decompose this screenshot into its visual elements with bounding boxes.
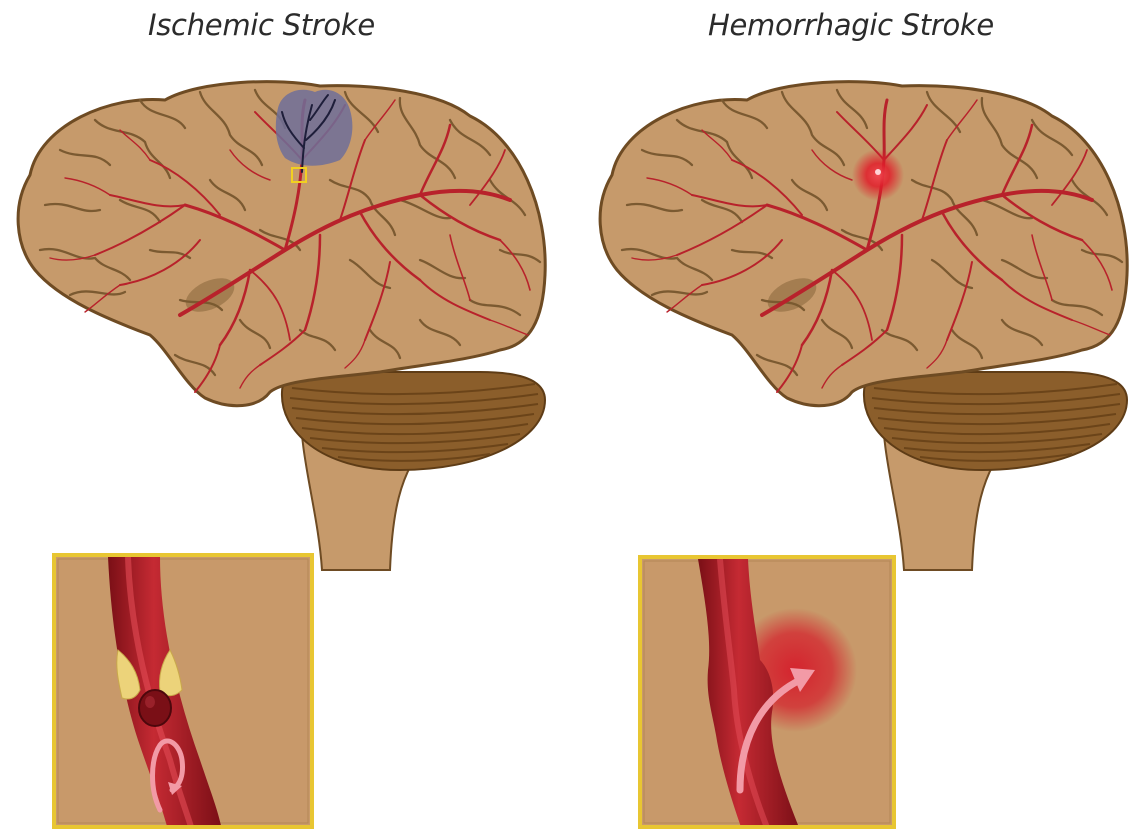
ischemic-inset [54,555,312,829]
blood-clot-icon [139,690,171,726]
ischemic-brain-illustration [18,82,545,570]
hemorrhagic-brain-illustration [600,82,1127,570]
hemorrhagic-inset [640,557,894,829]
